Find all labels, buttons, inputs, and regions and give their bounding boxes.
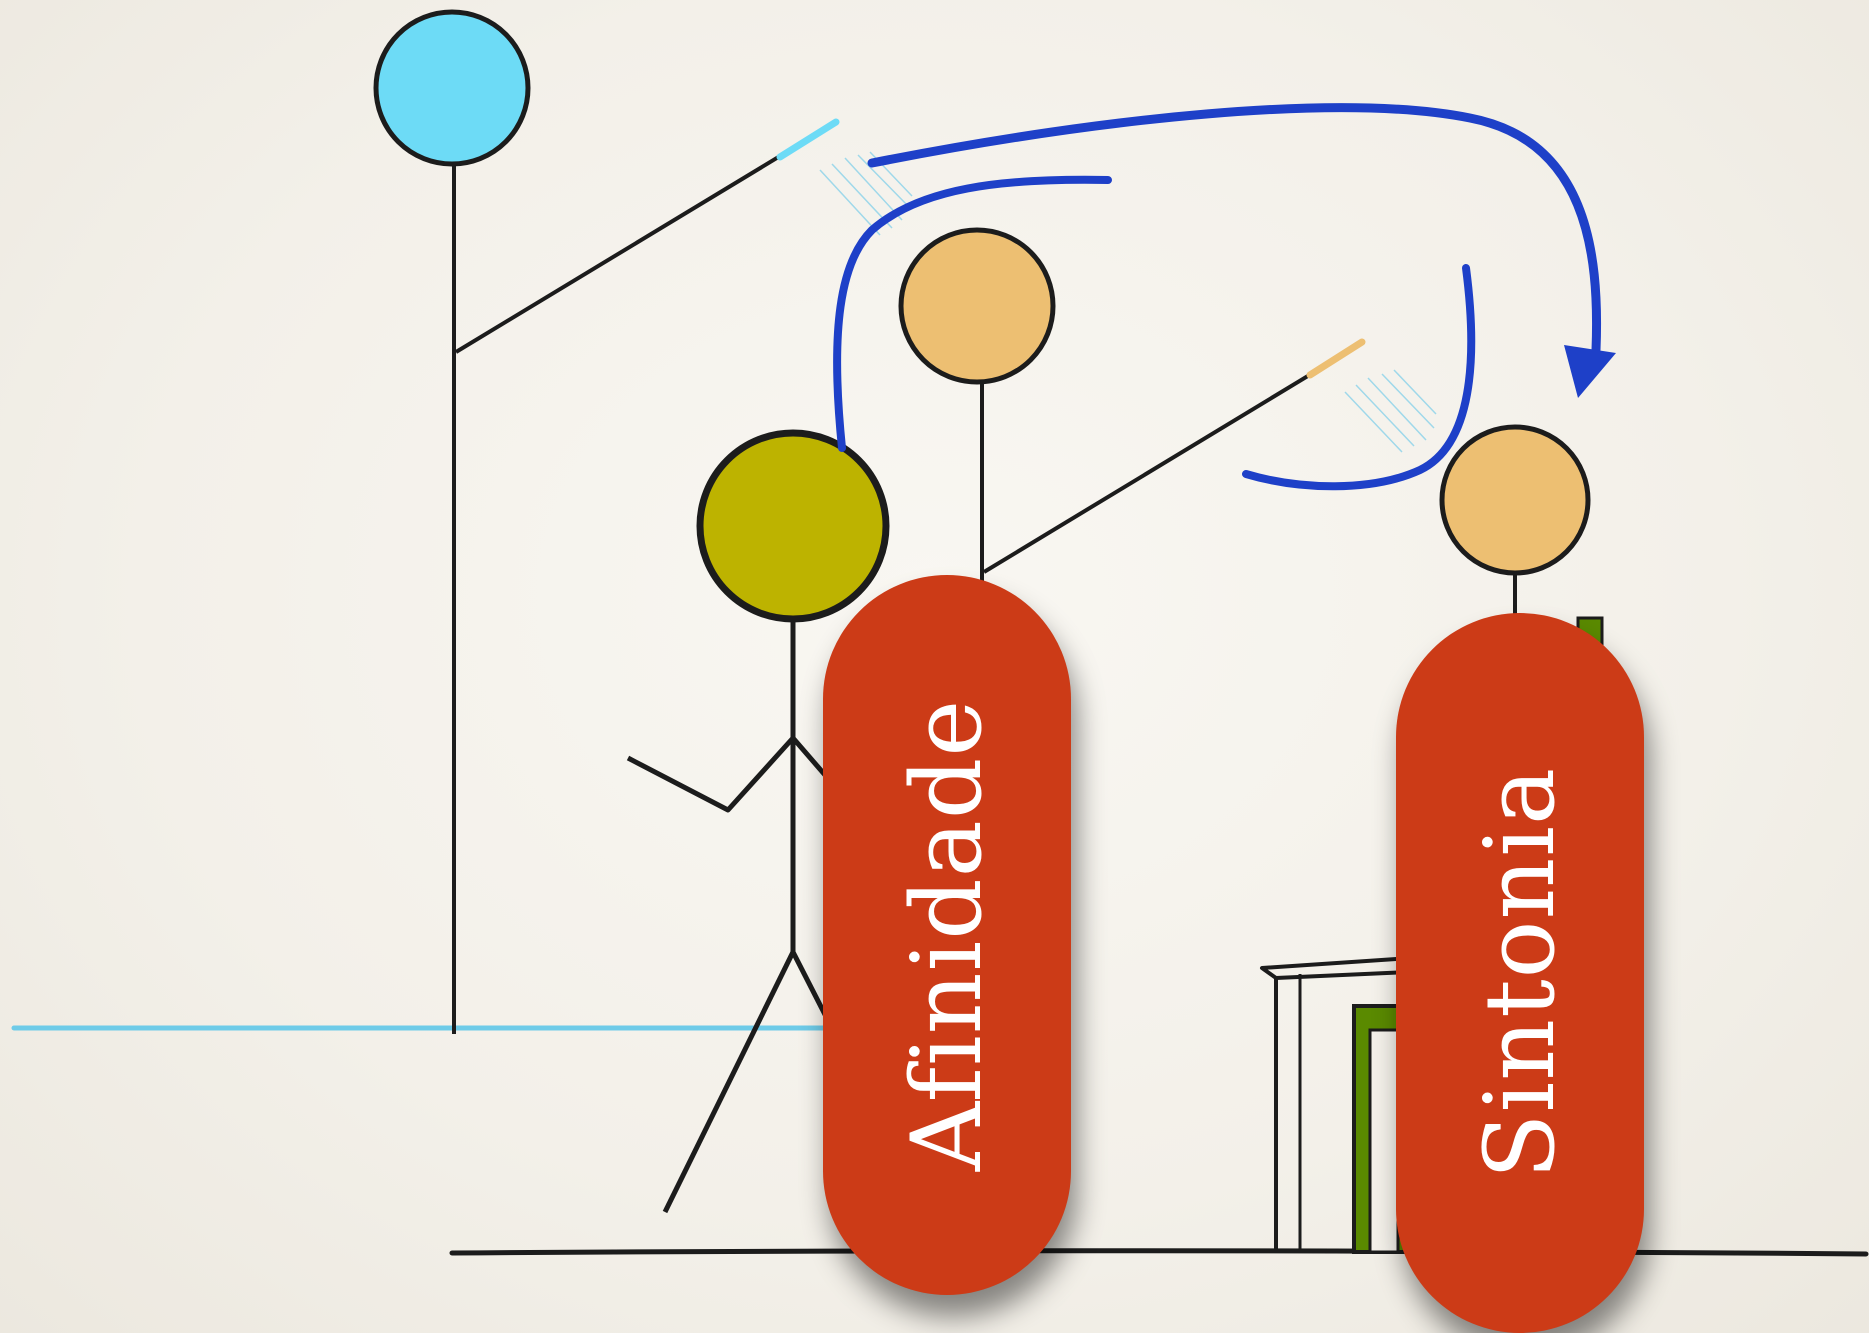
motion-lines-blue xyxy=(819,151,913,236)
sintonia-label: Sintonia xyxy=(1464,766,1576,1180)
head-olive xyxy=(696,429,890,623)
stick-figure-orange-right xyxy=(1439,424,1591,640)
stick-figure-blue xyxy=(373,9,913,1034)
head-orange-right xyxy=(1439,424,1591,576)
motion-lines-orange xyxy=(1344,369,1437,453)
afinidade-label-pill: Afinidade xyxy=(823,575,1071,1295)
head-orange-left xyxy=(898,227,1056,385)
sintonia-label-pill: Sintonia xyxy=(1396,613,1644,1333)
stick-figure-orange-left xyxy=(898,227,1437,620)
afinidade-label: Afinidade xyxy=(891,698,1004,1172)
ground-line-black xyxy=(449,1248,1869,1257)
head-blue xyxy=(373,9,531,167)
curved-arrow-short xyxy=(833,175,1476,491)
curved-arrow-long xyxy=(867,103,1616,398)
